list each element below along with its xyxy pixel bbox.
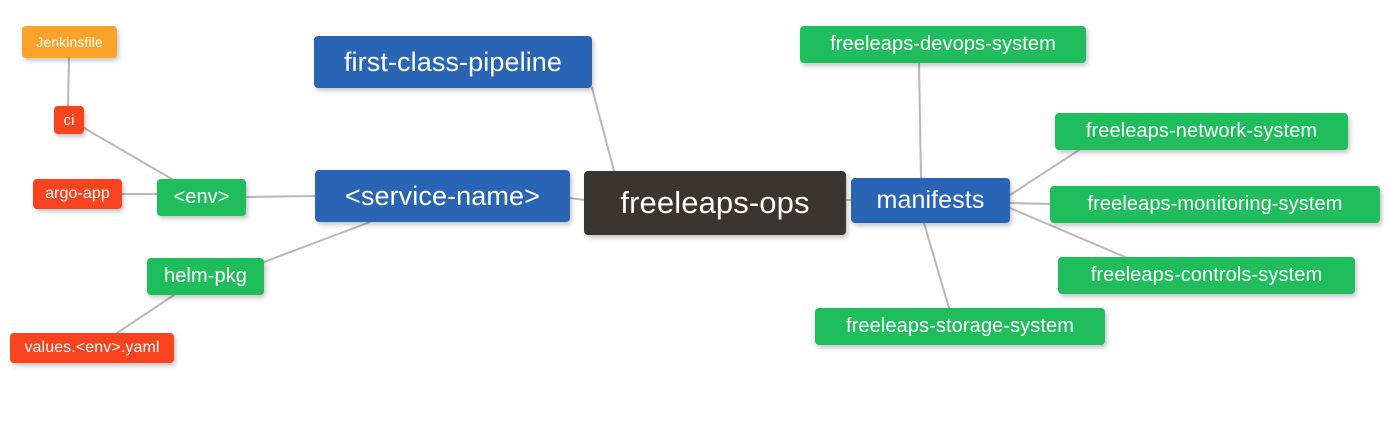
edge-service-name-to-helm-pkg xyxy=(263,221,371,263)
node-freeleaps-storage-system[interactable]: freeleaps-storage-system xyxy=(815,308,1105,345)
edge-env-to-ci xyxy=(83,127,173,180)
node-ci[interactable]: ci xyxy=(54,106,84,134)
node-freeleaps-controls-system[interactable]: freeleaps-controls-system xyxy=(1058,257,1355,294)
node-label: freeleaps-monitoring-system xyxy=(1087,193,1343,215)
node-label: freeleaps-ops xyxy=(620,185,810,220)
node-label: values.<env>.yaml xyxy=(24,339,160,356)
node-label: argo-app xyxy=(45,185,110,202)
node-values-env-yaml[interactable]: values.<env>.yaml xyxy=(10,333,174,363)
node-label: <service-name> xyxy=(345,180,540,211)
node-label: freeleaps-controls-system xyxy=(1090,264,1323,286)
edge-ci-to-jenkinsfile xyxy=(67,57,70,107)
node-helm-pkg[interactable]: helm-pkg xyxy=(147,258,264,295)
edge-service-name-to-env xyxy=(245,195,316,198)
edge-manifests-to-freeleaps-monitoring-system xyxy=(1009,202,1051,205)
node-label: ci xyxy=(63,111,75,129)
node-manifests[interactable]: manifests xyxy=(851,178,1010,223)
edge-freeleaps-ops-to-service-name xyxy=(569,197,585,201)
node-label: helm-pkg xyxy=(163,265,248,287)
node-label: freeleaps-storage-system xyxy=(845,315,1075,337)
node-label: Jenkinsfile xyxy=(36,34,103,50)
node-label: manifests xyxy=(876,186,985,214)
node-jenkinsfile[interactable]: Jenkinsfile xyxy=(22,26,117,58)
edge-freeleaps-ops-to-first-class-pipeline xyxy=(591,87,615,172)
node-freeleaps-monitoring-system[interactable]: freeleaps-monitoring-system xyxy=(1050,186,1380,223)
node-first-class-pipeline[interactable]: first-class-pipeline xyxy=(314,36,592,88)
node-freeleaps-network-system[interactable]: freeleaps-network-system xyxy=(1055,113,1348,150)
node-label: freeleaps-network-system xyxy=(1085,120,1318,142)
edge-helm-pkg-to-values-env-yaml xyxy=(116,294,175,334)
node-label: <env> xyxy=(173,186,230,208)
edge-manifests-to-freeleaps-devops-system xyxy=(918,62,922,179)
node-service-name[interactable]: <service-name> xyxy=(315,170,570,222)
node-env[interactable]: <env> xyxy=(157,179,246,216)
node-freeleaps-ops[interactable]: freeleaps-ops xyxy=(584,171,846,235)
edge-manifests-to-freeleaps-storage-system xyxy=(923,222,950,309)
node-label: freeleaps-devops-system xyxy=(830,33,1056,55)
node-freeleaps-devops-system[interactable]: freeleaps-devops-system xyxy=(800,26,1086,63)
node-argo-app[interactable]: argo-app xyxy=(33,179,122,209)
node-label: first-class-pipeline xyxy=(343,46,563,77)
